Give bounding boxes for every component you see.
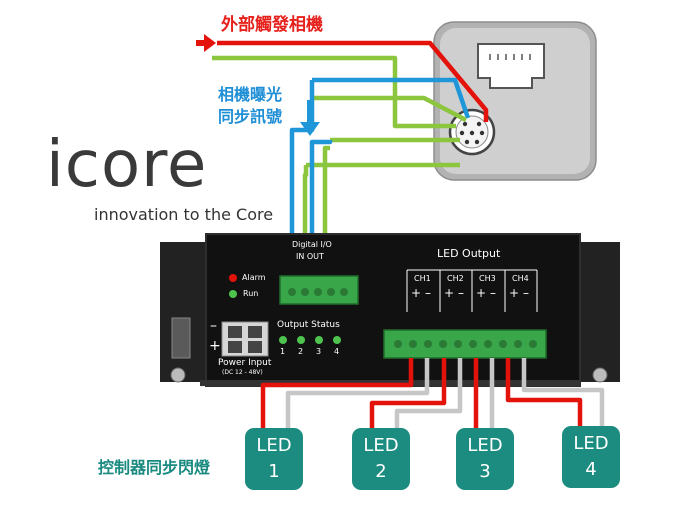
led-3-number: 3 [479,461,491,482]
led-box-2: LED 2 [352,428,410,490]
external-trigger-label: 外部觸發相機 [221,15,323,35]
camera-exposure-line1: 相機曝光 [218,85,283,104]
led-box-1: LED 1 [245,428,303,490]
channel-label-3: CH3 [479,274,496,283]
camera-device [433,21,597,181]
run-led-icon [229,290,237,298]
status-number-2: 2 [298,347,304,356]
io-connector-icon [448,108,496,156]
ch1-plus: + [411,286,422,300]
ch1-minus: – [425,286,431,300]
io-label-bottom: IN OUT [296,252,324,261]
status-number-4: 4 [334,347,340,356]
power-plus-sign: + [209,338,221,354]
ch3-minus: – [490,286,496,300]
channel-label-1: CH1 [414,274,431,283]
led-2-word: LED [363,435,399,456]
channel-label-2: CH2 [447,274,464,283]
status-number-1: 1 [280,347,286,356]
alarm-label: Alarm [242,273,266,282]
status-led-icons [279,336,341,344]
power-connector-icon [221,321,269,357]
led-4-word: LED [573,433,609,454]
channel-label-4: CH4 [512,274,529,283]
led-box-4: LED 4 [562,426,620,488]
power-input-spec: (DC 12 - 48V) [222,369,263,376]
output-status-label: Output Status [277,320,340,330]
ch4-plus: + [509,286,520,300]
camera-exposure-label: 相機曝光 同步訊號 [218,84,282,128]
ch2-plus: + [444,286,455,300]
status-number-3: 3 [316,347,322,356]
camera-exposure-line2: 同步訊號 [218,107,283,126]
external-trigger-arrow-icon [196,34,216,52]
power-minus-sign: – [210,318,217,334]
trigger-wires [212,40,489,168]
ethernet-port-icon [477,43,545,89]
led-terminal-block-icon [383,329,547,359]
icore-logo: icore [46,128,208,202]
power-input-label: Power Input [218,358,272,368]
alarm-led-icon [229,274,237,282]
channel-dividers [406,269,538,312]
exposure-arrow-icon [300,100,320,136]
led-1-word: LED [256,435,292,456]
io-terminal-block-icon [279,275,359,305]
ch4-minus: – [523,286,529,300]
controller-strobe-label: 控制器同步閃燈 [98,458,211,477]
led-1-number: 1 [268,461,280,482]
ch2-minus: – [458,286,464,300]
led-box-3: LED 3 [456,428,514,490]
led-3-word: LED [467,435,503,456]
io-label-top: Digital I/O [292,240,332,249]
led-output-wires [260,358,605,430]
led-output-title: LED Output [437,247,501,260]
logo-tagline: innovation to the Core [94,205,274,224]
led-2-number: 2 [375,461,387,482]
run-label: Run [243,289,259,298]
led-4-number: 4 [585,459,597,480]
ch3-plus: + [476,286,487,300]
